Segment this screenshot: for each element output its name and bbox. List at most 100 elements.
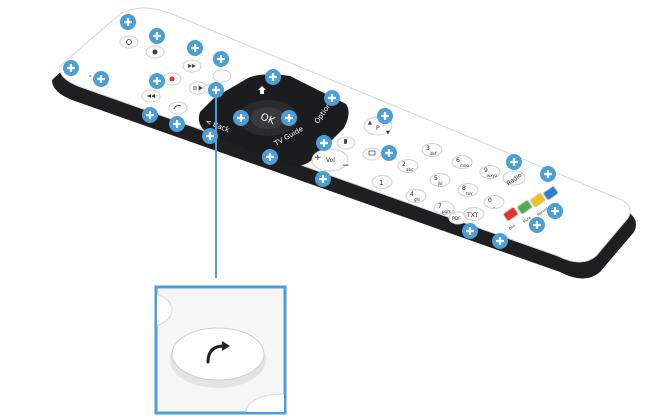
green-key[interactable] bbox=[517, 199, 533, 215]
hotspot-speaker[interactable] bbox=[63, 60, 79, 76]
digit-8-number: 8 bbox=[462, 185, 466, 192]
green-key-caption: Mute bbox=[522, 216, 531, 224]
digit-3-number: 3 bbox=[426, 145, 430, 152]
hotspot-green-key[interactable] bbox=[529, 217, 545, 233]
vol-plus-label: + bbox=[314, 153, 322, 163]
hotspot-info[interactable] bbox=[381, 145, 397, 161]
vol-minus-label: − bbox=[342, 161, 350, 171]
hotspot-yellow-key[interactable] bbox=[547, 203, 563, 219]
digit-0-number: 0 bbox=[488, 197, 492, 204]
hotspot-blue-key[interactable] bbox=[540, 166, 556, 182]
hotspot-replay[interactable] bbox=[169, 116, 185, 132]
hotspot-red-key[interactable] bbox=[492, 233, 508, 249]
blue-key[interactable] bbox=[543, 185, 559, 201]
digit-3-letters: def bbox=[430, 151, 437, 156]
red-key-caption: Dial bbox=[508, 224, 516, 231]
hotspot-volume[interactable] bbox=[315, 171, 331, 187]
digit-key-2[interactable]: 2 abc bbox=[397, 159, 419, 173]
rewind-icon bbox=[147, 94, 155, 98]
hotspot-rewind[interactable] bbox=[142, 107, 158, 123]
digit-8-letters: tuv bbox=[466, 191, 473, 196]
volume-rocker[interactable] bbox=[311, 148, 349, 172]
microphone-icon bbox=[344, 139, 347, 144]
digit-keypad: 1 2 abc 3 def 4 ghi 5 jkl 6 mno bbox=[371, 143, 526, 225]
replay-icon bbox=[173, 104, 182, 110]
hotspot-options[interactable] bbox=[324, 90, 340, 106]
hotspot-nav-left[interactable] bbox=[233, 110, 249, 126]
digit-4-number: 4 bbox=[410, 191, 414, 198]
digit-key-3[interactable]: 3 def bbox=[421, 143, 443, 157]
digit-9-letters: wxyz bbox=[487, 173, 497, 178]
record-icon bbox=[169, 76, 175, 82]
ok-button[interactable] bbox=[251, 107, 285, 129]
hotspot-redo[interactable] bbox=[208, 82, 224, 98]
digit-2-number: 2 bbox=[402, 161, 406, 168]
hotspot-fast-forward[interactable] bbox=[187, 40, 203, 56]
zoom-redo-button[interactable] bbox=[171, 327, 265, 381]
hotspot-radio[interactable] bbox=[506, 154, 522, 170]
p-label: P bbox=[376, 125, 380, 132]
hotspot-txt[interactable] bbox=[462, 223, 478, 239]
red-key[interactable] bbox=[503, 206, 519, 222]
zoom-neighbor-button-left bbox=[157, 294, 173, 326]
replay-button[interactable] bbox=[168, 101, 188, 115]
digit-key-5[interactable]: 5 jkl bbox=[429, 173, 451, 187]
digit-2-letters: abc bbox=[406, 167, 413, 172]
top-buttons bbox=[89, 35, 232, 115]
digit-6-number: 6 bbox=[456, 157, 460, 164]
hotspot-markers bbox=[63, 14, 563, 249]
hotspot-tv-guide[interactable] bbox=[262, 149, 278, 165]
p-up-label: ▲ bbox=[368, 120, 372, 126]
txt-key[interactable]: TXT bbox=[463, 207, 485, 221]
digit-5-letters: jkl bbox=[437, 181, 443, 186]
yellow-key[interactable] bbox=[530, 192, 546, 208]
digit-0-letters: _ bbox=[492, 203, 496, 208]
digit-4-letters: ghi bbox=[414, 197, 420, 202]
digit-key-6[interactable]: 6 mno bbox=[451, 155, 473, 169]
digit-key-4[interactable]: 4 ghi bbox=[405, 189, 427, 203]
hotspot-home[interactable] bbox=[265, 69, 281, 85]
stop-button[interactable] bbox=[212, 69, 232, 83]
hotspot-stop[interactable] bbox=[213, 51, 229, 67]
play-pause-icon bbox=[193, 85, 203, 91]
hotspot-mic[interactable] bbox=[93, 71, 109, 87]
p-down-label: ▼ bbox=[386, 130, 390, 136]
radio-key[interactable]: Radio bbox=[502, 170, 526, 187]
hotspot-nav-right[interactable] bbox=[281, 110, 297, 126]
hotspot-program[interactable] bbox=[377, 108, 393, 124]
digit-key-7[interactable]: 7 pqrs bbox=[433, 201, 455, 215]
hotspot-back[interactable] bbox=[202, 128, 218, 144]
hotspot-source[interactable] bbox=[149, 28, 165, 44]
hotspot-record[interactable] bbox=[149, 73, 165, 89]
digit-key-0[interactable]: 0 _ bbox=[483, 195, 505, 209]
txt-label: TXT bbox=[466, 212, 479, 219]
digit-key-1[interactable]: 1 bbox=[371, 175, 393, 189]
source-icon bbox=[152, 49, 158, 55]
zoom-redo-arrow-icon bbox=[206, 344, 226, 364]
home-icon[interactable] bbox=[258, 86, 266, 94]
digit-1-number: 1 bbox=[379, 179, 383, 187]
pdf-label: PDF bbox=[452, 216, 461, 222]
fast-forward-icon bbox=[188, 64, 196, 68]
yellow-key-caption: Record bbox=[536, 207, 548, 217]
digit-7-letters: pqrs bbox=[442, 209, 451, 214]
power-button[interactable] bbox=[119, 35, 139, 49]
digit-7-number: 7 bbox=[438, 203, 442, 210]
power-icon bbox=[126, 39, 132, 45]
digit-6-letters: mno bbox=[460, 163, 469, 168]
digit-5-number: 5 bbox=[434, 175, 438, 182]
zoom-callout bbox=[154, 285, 287, 415]
info-button[interactable] bbox=[362, 147, 382, 161]
volume-program-keys: + Vol − ▲ P ▼ bbox=[311, 116, 393, 172]
ok-label: OK bbox=[259, 112, 277, 128]
speaker-hole bbox=[89, 75, 91, 77]
digit-key-9[interactable]: 9 wxyz bbox=[479, 165, 501, 179]
screen-icon bbox=[368, 150, 376, 156]
zoom-redo-arrow-head bbox=[222, 341, 230, 351]
digit-key-8[interactable]: 8 tuv bbox=[457, 183, 479, 197]
hotspot-voice[interactable] bbox=[316, 135, 332, 151]
vol-label: Vol bbox=[326, 157, 335, 164]
zoom-neighbor-button-bottom bbox=[245, 393, 284, 412]
hotspot-power[interactable] bbox=[120, 14, 136, 30]
